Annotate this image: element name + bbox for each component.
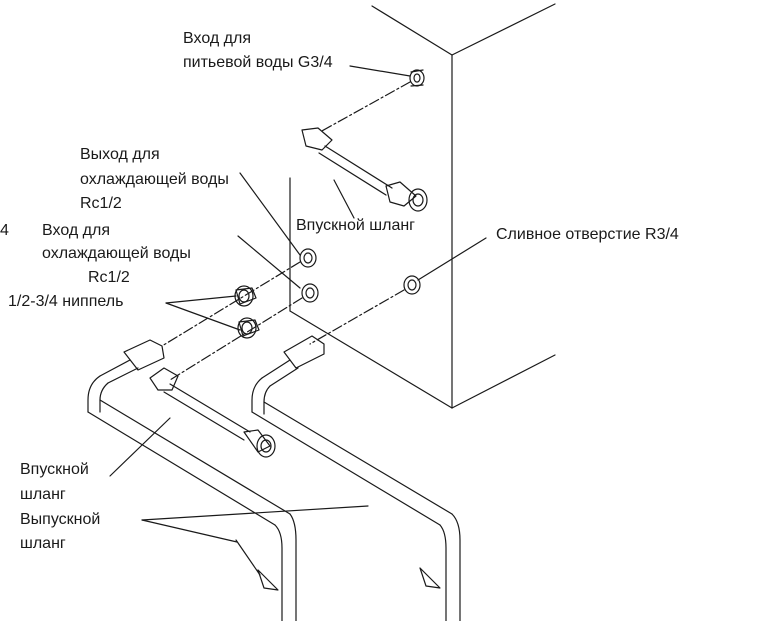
centerline-drinking-inlet — [319, 81, 411, 133]
bottom-inlet-hose — [149, 367, 276, 458]
cooling-outlet-port — [299, 248, 317, 268]
top-inlet-hose — [301, 127, 428, 212]
label-cooling-outlet-line3: Rc1/2 — [80, 195, 122, 212]
left-outlet-hose — [87, 339, 297, 621]
nipple-upper — [234, 285, 257, 307]
label-edge-fragment: 4 — [0, 222, 9, 239]
drain-port — [403, 275, 421, 295]
label-nipple: 1/2-3/4 ниппель — [8, 293, 124, 310]
label-outlet-hose-line2: шланг — [20, 535, 66, 552]
cooling-inlet-port — [301, 283, 319, 303]
label-cooling-outlet-line1: Выход для — [80, 146, 160, 163]
label-inlet-hose-bottom-line2: шланг — [20, 486, 66, 503]
label-outlet-hose-line1: Выпускной — [20, 511, 101, 528]
label-drain-hole: Сливное отверстие R3/4 — [496, 226, 679, 243]
label-cooling-inlet-line1: Вход для — [42, 222, 110, 239]
label-inlet-hose-bottom-line1: Впускной — [20, 461, 89, 478]
label-cooling-outlet-line2: охлаждающей воды — [80, 171, 229, 188]
right-outlet-hose — [251, 335, 461, 621]
centerlines — [161, 261, 405, 381]
label-inlet-hose-top: Впускной шланг — [296, 217, 416, 234]
label-drinking-water-inlet-line2: питьевой воды G3/4 — [183, 54, 333, 71]
label-cooling-inlet-line2: охлаждающей воды — [42, 245, 191, 262]
machine-body — [289, 3, 556, 409]
label-cooling-inlet-line3: Rc1/2 — [88, 269, 130, 286]
drinking-water-inlet-fitting — [409, 69, 425, 87]
leader-lines — [109, 65, 487, 543]
nipple-lower — [237, 317, 260, 339]
label-drinking-water-inlet-line1: Вход для — [183, 30, 251, 47]
